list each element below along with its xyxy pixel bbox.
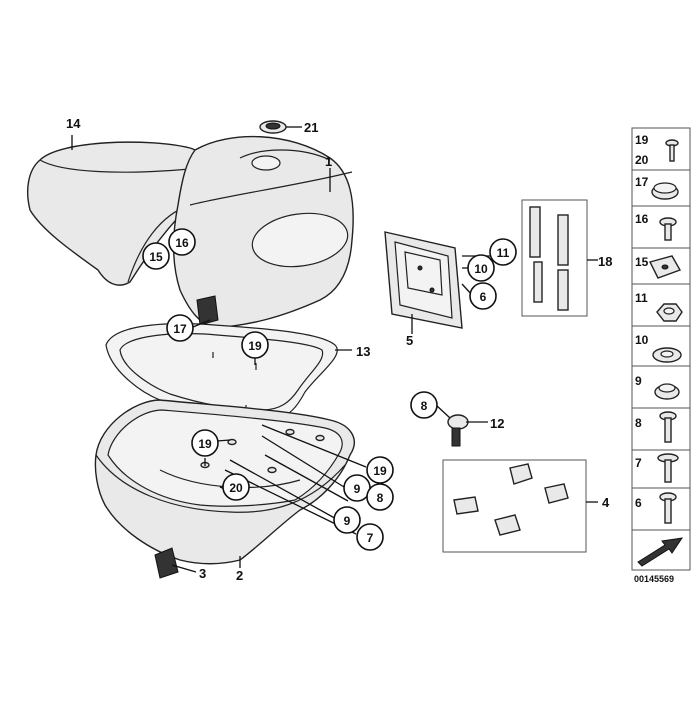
- legend-label-11: 11: [635, 291, 648, 305]
- doc-number: 00145569: [634, 574, 674, 584]
- bubble-20: 20: [222, 473, 250, 501]
- bubble-19-top: 19: [241, 331, 269, 359]
- bolt-icon: [659, 411, 677, 443]
- callout-14: 14: [66, 116, 81, 131]
- bubble-7: 7: [356, 523, 384, 551]
- reflector: [154, 547, 179, 579]
- legend-label-19: 19: [635, 133, 649, 147]
- callout-5: 5: [406, 333, 413, 348]
- bubble-9-upper: 9: [343, 474, 371, 502]
- callout-21: 21: [304, 120, 318, 135]
- svg-text:8: 8: [421, 399, 428, 413]
- grommet-icon: [654, 383, 680, 400]
- bubble-9-lower: 9: [333, 506, 361, 534]
- bubble-10: 10: [467, 254, 495, 282]
- washer-icon: [652, 347, 682, 363]
- legend-label-10: 10: [635, 333, 649, 347]
- emblem-badge: [259, 120, 287, 134]
- fastener-legend: 19 20 17 16 15 11: [631, 127, 691, 584]
- bubble-19-bottom: 19: [191, 429, 219, 457]
- legend-label-16: 16: [635, 212, 649, 226]
- mounting-plate: [384, 231, 463, 329]
- bubble-8-lower: 8: [366, 483, 394, 511]
- washer-screw-icon: [657, 453, 679, 483]
- callouts: 14 21 1 13 5 18 12 4 2 3 15 16 17 19 19: [66, 116, 612, 583]
- legend-label-20: 20: [635, 153, 649, 167]
- legend-label-6: 6: [635, 496, 642, 510]
- svg-text:19: 19: [198, 437, 212, 451]
- bubble-6: 6: [469, 282, 497, 310]
- callout-18: 18: [598, 254, 612, 269]
- bubble-8: 8: [410, 391, 438, 419]
- bubble-16: 16: [168, 228, 196, 256]
- svg-text:7: 7: [367, 531, 374, 545]
- callout-2: 2: [236, 568, 243, 583]
- svg-text:20: 20: [229, 481, 243, 495]
- leader-lines: [71, 126, 598, 573]
- callout-12: 12: [490, 416, 504, 431]
- svg-text:15: 15: [149, 250, 163, 264]
- svg-text:17: 17: [173, 322, 187, 336]
- cap-icon: [651, 182, 679, 200]
- lid-lock-cap: [196, 295, 219, 326]
- top-case-lid: [173, 135, 354, 329]
- legend-label-8: 8: [635, 416, 642, 430]
- legend-label-15: 15: [635, 255, 649, 269]
- rubber-pads: [442, 459, 587, 553]
- svg-text:9: 9: [344, 514, 351, 528]
- svg-text:19: 19: [373, 464, 387, 478]
- legend-label-9: 9: [635, 374, 642, 388]
- adhesive-strips: [521, 199, 588, 317]
- svg-text:19: 19: [248, 339, 262, 353]
- bubble-15: 15: [142, 242, 170, 270]
- clip-nut-icon: [648, 255, 682, 279]
- bubble-11: 11: [489, 238, 517, 266]
- screw-icon: [665, 139, 679, 162]
- legend-label-7: 7: [635, 456, 642, 470]
- callout-4: 4: [602, 495, 610, 510]
- svg-text:11: 11: [497, 246, 510, 260]
- bubble-19-right: 19: [366, 456, 394, 484]
- callout-13: 13: [356, 344, 370, 359]
- callout-1: 1: [325, 154, 332, 169]
- callout-3: 3: [199, 566, 206, 581]
- bubble-17: 17: [166, 314, 194, 342]
- svg-text:10: 10: [474, 262, 488, 276]
- lock-cylinder: [447, 414, 469, 447]
- svg-text:16: 16: [175, 236, 189, 250]
- svg-text:9: 9: [354, 482, 361, 496]
- button-screw-icon: [659, 217, 677, 241]
- svg-text:6: 6: [480, 290, 487, 304]
- collar-screw-icon: [659, 492, 677, 524]
- legend-label-17: 17: [635, 175, 649, 189]
- arrow-icon: [637, 537, 684, 567]
- hex-nut-icon: [656, 303, 683, 322]
- svg-text:8: 8: [377, 491, 384, 505]
